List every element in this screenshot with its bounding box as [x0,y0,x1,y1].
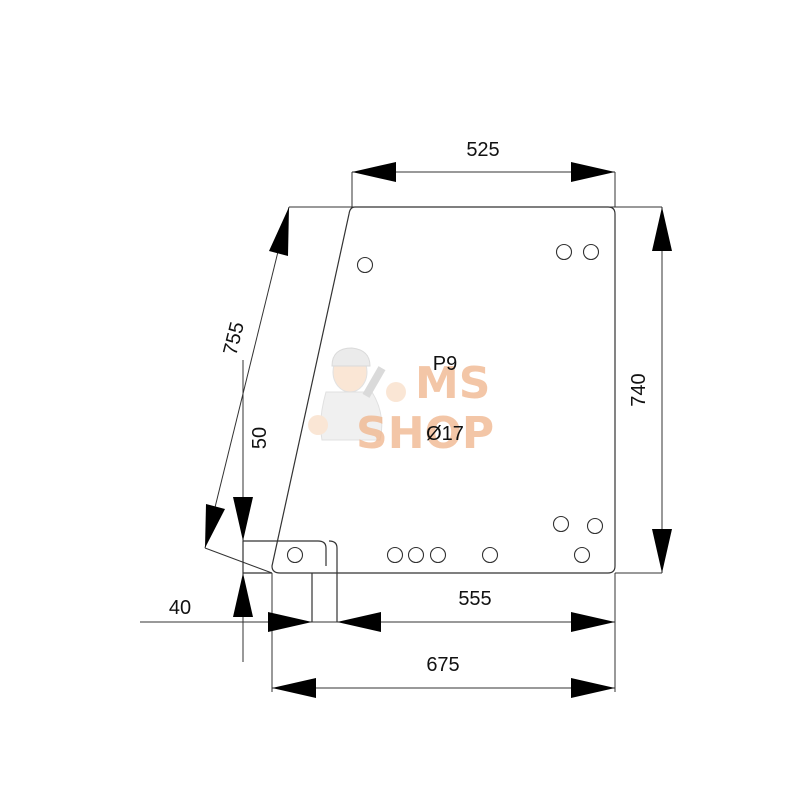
hole [407,546,425,564]
hole [586,517,604,535]
hole [582,243,600,261]
hole-diameter-label: Ø17 [426,423,464,445]
hole [356,256,374,274]
watermark-line2: SHOP [356,408,494,459]
dimension-top-width: 525 [352,139,615,182]
dimension-label-slanted: 755 [219,320,248,358]
mechanic-mascot-icon [308,347,406,441]
hole [429,546,447,564]
hole [386,546,404,564]
dimension-label-right: 740 [628,373,650,406]
hole [552,515,570,533]
mounting-holes [286,243,604,564]
hole [573,546,591,564]
hole [555,243,573,261]
dimension-notch-height: 50 [233,427,271,617]
watermark-line1: MS [415,358,490,409]
dimension-bottom: 40 555 [140,588,615,632]
dimension-slanted-edge: 755 [204,206,290,549]
notch-slot [242,540,338,622]
glass-panel-outline [271,206,616,574]
hole [286,546,304,564]
dimension-label-bottom: 555 [458,588,491,610]
dimension-label-left-offset: 40 [169,597,191,619]
dimension-label-overall: 675 [426,654,459,676]
dimension-overall-width: 675 [272,654,615,698]
hole [481,546,499,564]
dimension-label-notch: 50 [249,427,271,449]
dimension-label-top: 525 [466,139,499,161]
panel-code-label: P9 [433,353,457,375]
dimension-right-height: 740 [628,207,672,573]
